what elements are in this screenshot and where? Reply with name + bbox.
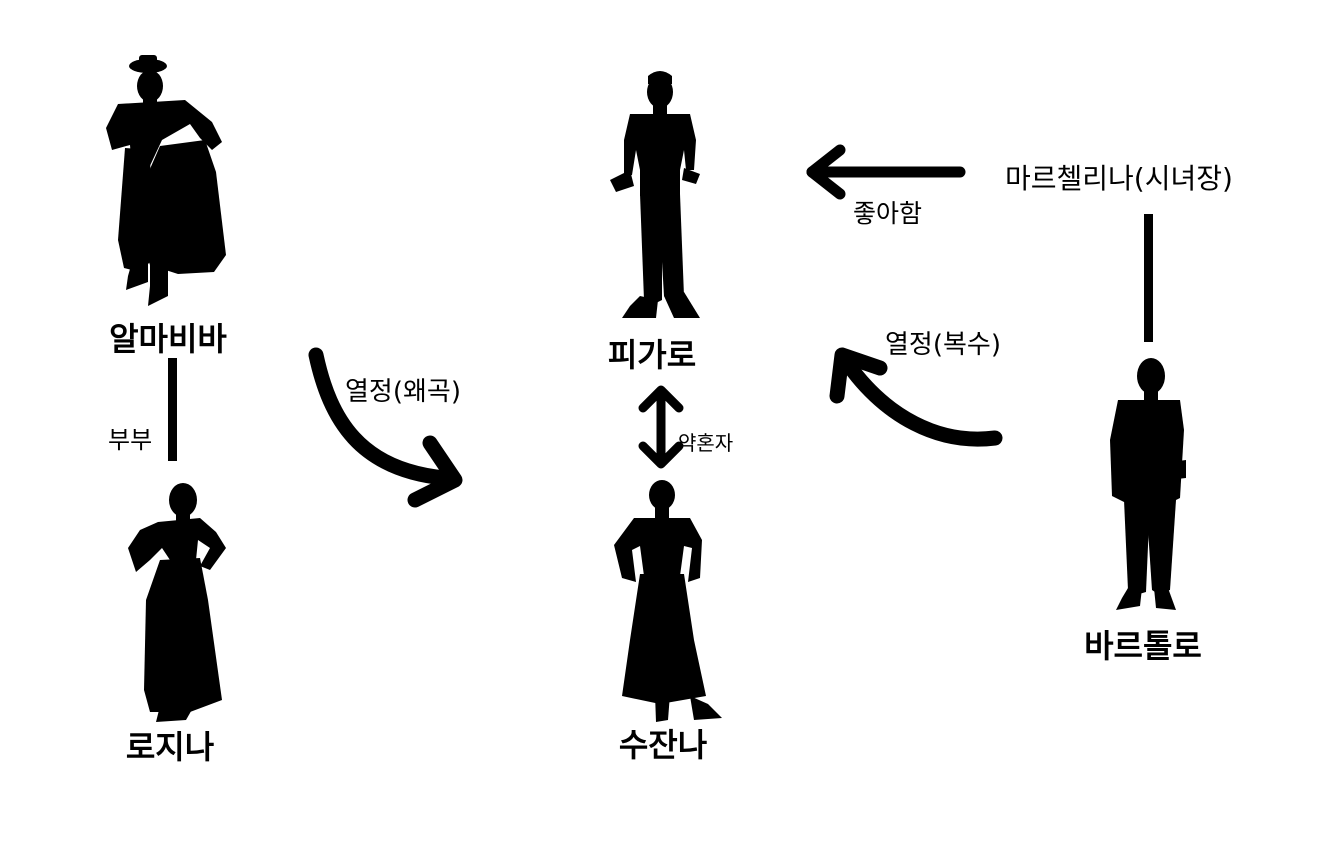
engaged-label: 약혼자 (678, 431, 733, 455)
couple-line (168, 358, 177, 461)
rosina-silhouette (128, 483, 226, 722)
almaviva-name: 알마비바 (109, 320, 227, 358)
marcellina-bartolo-line (1144, 214, 1153, 342)
engaged-double-arrow (638, 385, 684, 469)
figaro-name: 피가로 (608, 336, 696, 374)
likes-label: 좋아함 (853, 199, 922, 228)
passion-distorted-arrow (308, 347, 463, 508)
passion-revenge-arrow (829, 347, 1003, 447)
susanna-name: 수잔나 (619, 726, 707, 764)
marcellina-name: 마르첼리나(시녀장) (1005, 162, 1233, 195)
couple-label: 부부 (108, 426, 152, 454)
passion-revenge-label: 열정(복수) (885, 330, 1001, 360)
figaro-silhouette (610, 71, 700, 318)
passion-distorted-label: 열정(왜곡) (345, 377, 461, 407)
bartolo-silhouette (1110, 358, 1186, 610)
almaviva-silhouette (106, 55, 226, 306)
likes-arrow (806, 144, 966, 200)
rosina-name: 로지나 (126, 728, 214, 766)
susanna-silhouette (614, 480, 722, 722)
bartolo-name: 바르톨로 (1084, 627, 1202, 665)
